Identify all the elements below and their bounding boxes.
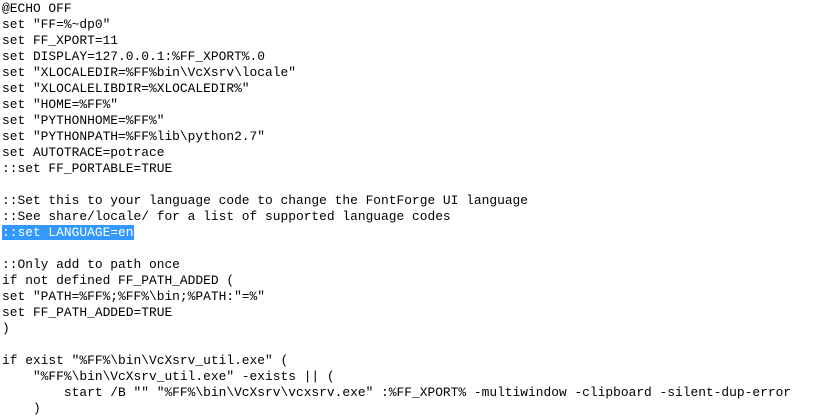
code-line[interactable]: if exist "%FF%\bin\VcXsrv_util.exe" (	[0, 353, 827, 369]
code-line-text: "%FF%\bin\VcXsrv_util.exe" -exists || (	[2, 369, 335, 384]
code-line[interactable]: set "PATH=%FF%;%FF%\bin;%PATH:"=%"	[0, 289, 827, 305]
code-line-text: set "HOME=%FF%"	[2, 97, 119, 112]
code-line[interactable]: set "XLOCALELIBDIR=%XLOCALEDIR%"	[0, 81, 827, 97]
selected-code-line[interactable]: ::set LANGUAGE=en	[0, 225, 827, 241]
code-line-text: ::Set this to your language code to chan…	[2, 193, 529, 208]
code-line[interactable]	[0, 337, 827, 353]
code-line-text: ::See share/locale/ for a list of suppor…	[2, 209, 451, 224]
code-line[interactable]: ::Set this to your language code to chan…	[0, 193, 827, 209]
code-line-text: ::set LANGUAGE=en	[2, 225, 134, 240]
code-line[interactable]: if not defined FF_PATH_ADDED (	[0, 273, 827, 289]
code-line-text: set "PYTHONPATH=%FF%lib\python2.7"	[2, 129, 266, 144]
code-line-text: )	[2, 401, 41, 416]
code-line[interactable]: set "FF=%~dp0"	[0, 17, 827, 33]
code-line[interactable]	[0, 177, 827, 193]
code-line[interactable]: ::set FF_PORTABLE=TRUE	[0, 161, 827, 177]
code-line-text: set "XLOCALEDIR=%FF%bin\VcXsrv\locale"	[2, 65, 296, 80]
code-line-text: @ECHO OFF	[2, 1, 72, 16]
code-line-text: set "PATH=%FF%;%FF%\bin;%PATH:"=%"	[2, 289, 266, 304]
code-line[interactable]: )	[0, 401, 827, 417]
code-line[interactable]: @ECHO OFF	[0, 1, 827, 17]
code-line-text: set DISPLAY=127.0.0.1:%FF_XPORT%.0	[2, 49, 266, 64]
code-line[interactable]: set AUTOTRACE=potrace	[0, 145, 827, 161]
code-line-text: set "PYTHONHOME=%FF%"	[2, 113, 165, 128]
code-line-text: set FF_XPORT=11	[2, 33, 119, 48]
code-line[interactable]: set FF_XPORT=11	[0, 33, 827, 49]
code-line-text: start /B "" "%FF%\bin\VcXsrv\vcxsrv.exe"…	[2, 385, 792, 400]
code-line-text: set FF_PATH_ADDED=TRUE	[2, 305, 173, 320]
code-line-text: if not defined FF_PATH_ADDED (	[2, 273, 235, 288]
code-line-text: ::set FF_PORTABLE=TRUE	[2, 161, 173, 176]
code-line[interactable]: set "PYTHONPATH=%FF%lib\python2.7"	[0, 129, 827, 145]
code-line[interactable]	[0, 241, 827, 257]
code-line[interactable]: ::See share/locale/ for a list of suppor…	[0, 209, 827, 225]
code-line[interactable]: set "XLOCALEDIR=%FF%bin\VcXsrv\locale"	[0, 65, 827, 81]
code-line[interactable]: set "HOME=%FF%"	[0, 97, 827, 113]
code-line[interactable]: ::Only add to path once	[0, 257, 827, 273]
code-line-text: set "XLOCALELIBDIR=%XLOCALEDIR%"	[2, 81, 250, 96]
code-line-text: )	[2, 321, 10, 336]
code-line-text: set "FF=%~dp0"	[2, 17, 111, 32]
code-line[interactable]: "%FF%\bin\VcXsrv_util.exe" -exists || (	[0, 369, 827, 385]
code-line-text: if exist "%FF%\bin\VcXsrv_util.exe" (	[2, 353, 289, 368]
code-line[interactable]: set DISPLAY=127.0.0.1:%FF_XPORT%.0	[0, 49, 827, 65]
code-line-text: ::Only add to path once	[2, 257, 180, 272]
code-line[interactable]: set FF_PATH_ADDED=TRUE	[0, 305, 827, 321]
code-line[interactable]: set "PYTHONHOME=%FF%"	[0, 113, 827, 129]
code-line[interactable]: )	[0, 321, 827, 337]
code-line[interactable]: start /B "" "%FF%\bin\VcXsrv\vcxsrv.exe"…	[0, 385, 827, 401]
code-line-text: set AUTOTRACE=potrace	[2, 145, 165, 160]
